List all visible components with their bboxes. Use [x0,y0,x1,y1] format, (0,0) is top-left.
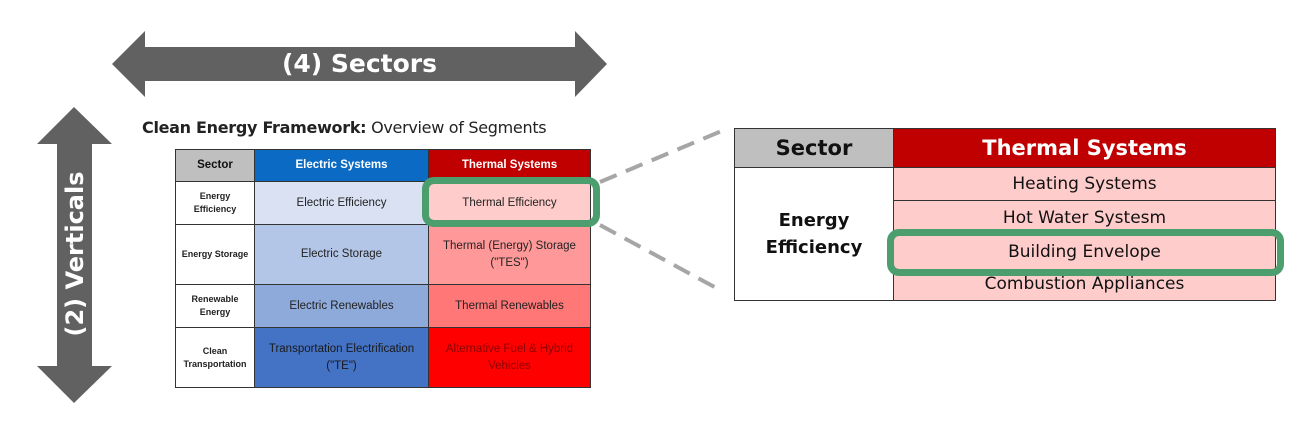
framework-title-bold: Clean Energy Framework: [142,118,367,137]
highlight-thermal-efficiency [422,177,600,227]
verticals-label: (2) Verticals [61,171,89,337]
detail-item: Building Envelope [893,234,1276,269]
table-row: Clean Transportation Transportation Elec… [175,327,591,388]
table-header-row: Sector Electric Systems Thermal Systems [175,149,591,182]
cell-electric: Transportation Electrification ("TE") [254,327,429,388]
thermal-detail-table: Sector Thermal Systems Energy Efficiency… [734,128,1276,301]
cell-thermal: Alternative Fuel & Hybrid Vehicles [428,327,591,388]
cell-electric: Electric Renewables [254,284,429,328]
header-sector: Sector [175,149,255,182]
segments-overview-table: Sector Electric Systems Thermal Systems … [175,149,591,388]
table-row: Energy Storage Electric Storage Thermal … [175,224,591,285]
connector-line-bottom [599,223,721,292]
header-electric-systems: Electric Systems [254,149,429,182]
detail-header-row: Sector Thermal Systems [734,128,1276,168]
sectors-label: (4) Sectors [281,49,438,78]
cell-thermal: Thermal Renewables [428,284,591,328]
header-thermal-systems: Thermal Systems [428,149,591,182]
detail-row: Energy Efficiency Heating Systems [734,167,1276,301]
row-label: Energy Efficiency [175,181,255,225]
detail-sector-label: Energy Efficiency [734,167,894,301]
connector-line-top [599,128,725,184]
verticals-arrow-icon [37,107,112,403]
sectors-arrow-icon [112,31,607,97]
row-label: Clean Transportation [175,327,255,388]
detail-header-sector: Sector [734,128,894,168]
cell-electric: Electric Storage [254,224,429,285]
cell-thermal: Thermal (Energy) Storage ("TES") [428,224,591,285]
row-label: Energy Storage [175,224,255,285]
framework-title-rest: Overview of Segments [366,118,547,137]
framework-title: Clean Energy Framework: Overview of Segm… [142,118,547,137]
detail-item: Heating Systems [893,167,1276,201]
table-row: Renewable Energy Electric Renewables The… [175,284,591,328]
cell-electric: Electric Efficiency [254,181,429,225]
detail-row: Building Envelope [735,234,1276,269]
detail-header-thermal: Thermal Systems [893,128,1276,168]
highlight-building-envelope [887,229,1284,276]
row-label: Renewable Energy [175,284,255,328]
